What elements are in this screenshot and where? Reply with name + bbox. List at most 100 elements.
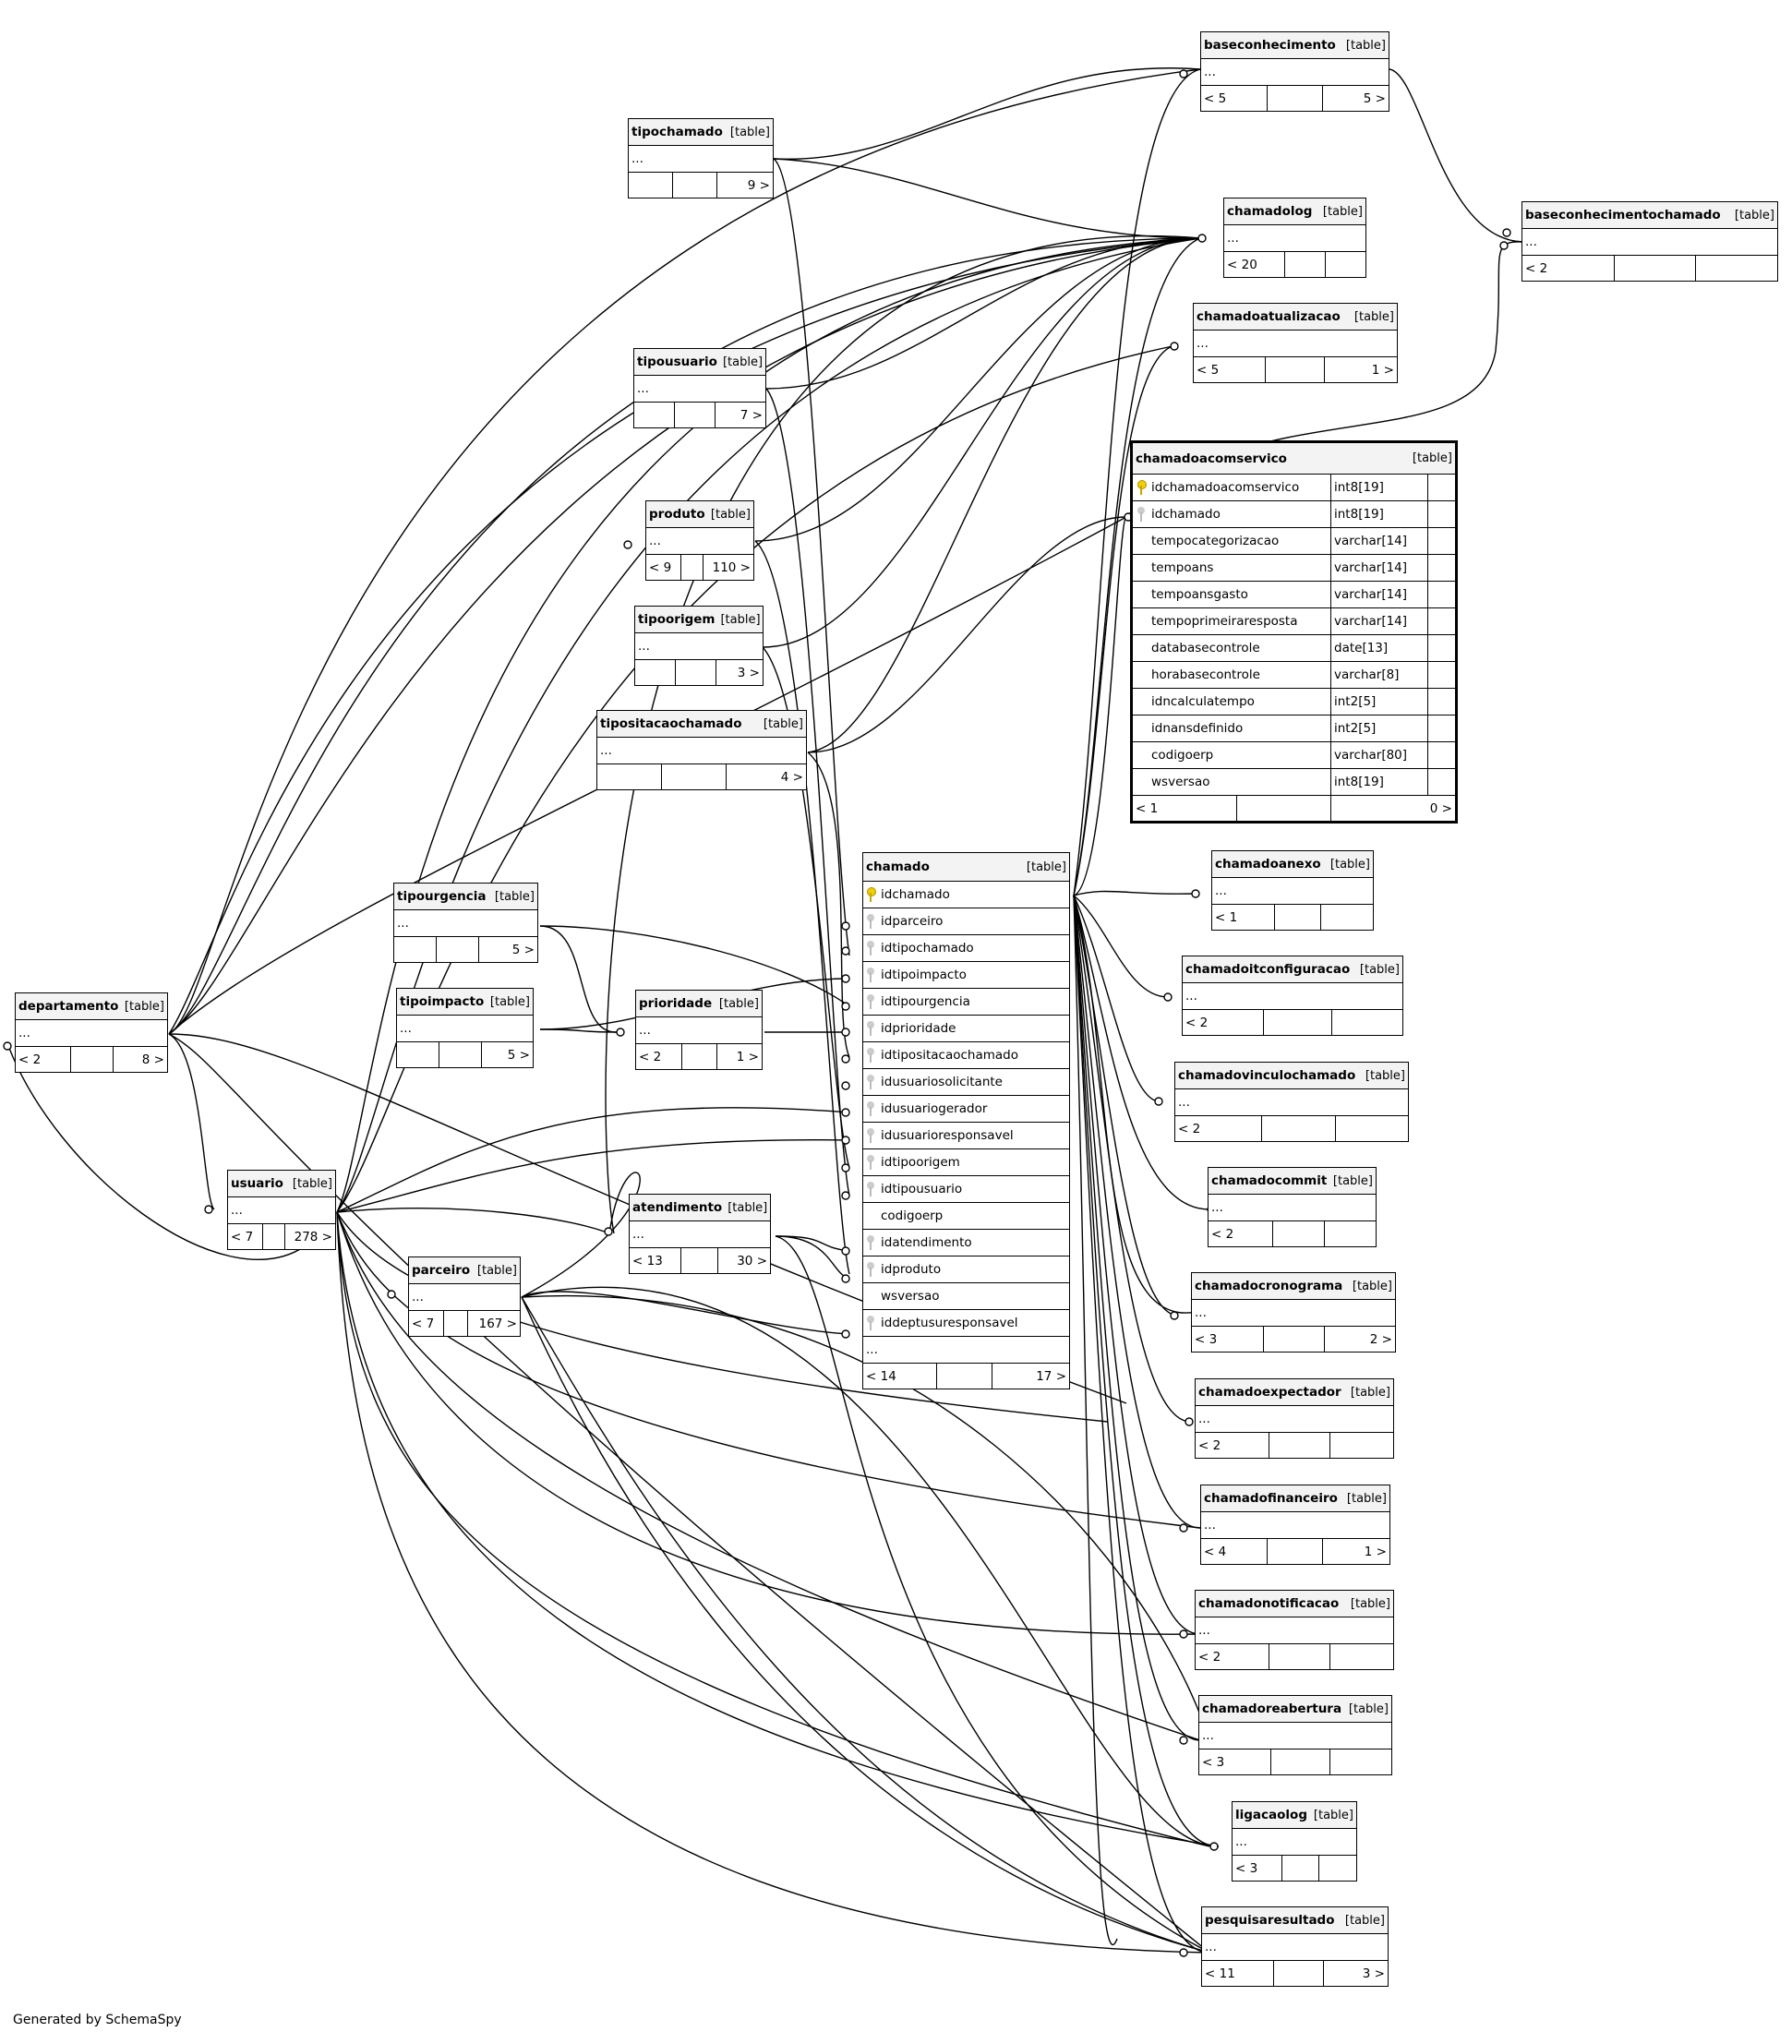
parents-count[interactable]: < 3 xyxy=(1192,1327,1264,1352)
children-count[interactable]: 2 > xyxy=(1369,1331,1392,1347)
column-row[interactable]: idchamado xyxy=(863,882,1069,908)
parents-count[interactable]: < 11 xyxy=(1202,1961,1274,1986)
column-row[interactable]: idparceiro xyxy=(863,908,1069,935)
children-count[interactable]: 3 > xyxy=(1362,1966,1385,1981)
children-count[interactable] xyxy=(1696,256,1777,281)
column-row[interactable]: idusuariogerador xyxy=(863,1096,1069,1123)
parents-count[interactable]: < 3 xyxy=(1199,1749,1271,1774)
parents-count[interactable]: < 13 xyxy=(630,1248,681,1273)
table-chamadocommit[interactable]: chamadocommit[table] ... < 2 xyxy=(1208,1167,1377,1247)
column-row[interactable]: idproduto xyxy=(863,1256,1069,1283)
parents-count[interactable]: < 4 xyxy=(1201,1539,1268,1564)
parents-count[interactable]: < 2 xyxy=(16,1047,71,1072)
parents-count[interactable]: < 2 xyxy=(636,1044,682,1069)
parents-count[interactable] xyxy=(634,403,675,427)
children-count[interactable]: 167 > xyxy=(478,1316,517,1331)
children-count[interactable]: 1 > xyxy=(1371,362,1394,378)
table-chamadoexpectador[interactable]: chamadoexpectador[table] ... < 2 xyxy=(1195,1378,1394,1459)
parents-count[interactable]: < 2 xyxy=(1183,1010,1264,1035)
table-tipourgencia[interactable]: tipourgencia[table] ... 5 > xyxy=(393,883,538,963)
column-row[interactable]: wsversao xyxy=(863,1283,1069,1310)
children-count[interactable] xyxy=(1330,1433,1393,1458)
parents-count[interactable] xyxy=(597,764,662,789)
column-row[interactable]: idtipositacaochamado xyxy=(863,1042,1069,1069)
column-row[interactable]: idtipoorigem xyxy=(863,1149,1069,1176)
column-row[interactable]: idatendimento xyxy=(863,1230,1069,1256)
table-ligacaolog[interactable]: ligacaolog[table] ... < 3 xyxy=(1232,1801,1357,1882)
children-count[interactable]: 3 > xyxy=(737,665,760,680)
children-count[interactable]: 0 > xyxy=(1429,800,1452,816)
table-chamadovinculochamado[interactable]: chamadovinculochamado[table] ... < 2 xyxy=(1174,1062,1409,1142)
children-count[interactable]: 278 > xyxy=(294,1229,332,1244)
column-row[interactable]: idtipousuario xyxy=(863,1176,1069,1203)
children-count[interactable]: 110 > xyxy=(712,559,751,575)
table-baseconhecimentochamado[interactable]: baseconhecimentochamado[table] ... < 2 xyxy=(1521,201,1778,282)
children-count[interactable]: 30 > xyxy=(737,1253,767,1268)
column-row[interactable]: idprioridade xyxy=(863,1016,1069,1042)
table-tipoorigem[interactable]: tipoorigem[table] ... 3 > xyxy=(634,606,764,686)
children-count[interactable]: 8 > xyxy=(141,1052,164,1067)
parents-count[interactable]: < 2 xyxy=(1522,256,1615,281)
children-count[interactable] xyxy=(1321,905,1373,930)
column-row[interactable]: idtipochamado xyxy=(863,935,1069,962)
generated-by-credit[interactable]: Generated by SchemaSpy xyxy=(13,2013,182,2027)
parents-count[interactable]: < 7 xyxy=(228,1224,263,1249)
table-tipoimpacto[interactable]: tipoimpacto[table] ... 5 > xyxy=(396,988,534,1068)
table-chamadoanexo[interactable]: chamadoanexo[table] ... < 1 xyxy=(1211,850,1374,931)
children-count[interactable]: 4 > xyxy=(780,769,803,785)
column-row[interactable]: idusuarioresponsavel xyxy=(863,1123,1069,1149)
parents-count[interactable]: < 2 xyxy=(1175,1116,1262,1141)
parents-count[interactable]: < 2 xyxy=(1196,1644,1269,1669)
table-chamadoacomservico[interactable]: chamadoacomservico[table] idchamadoacoms… xyxy=(1130,440,1458,824)
table-chamadoreabertura[interactable]: chamadoreabertura[table] ... < 3 xyxy=(1198,1695,1392,1775)
table-chamadolog[interactable]: chamadolog[table] ... < 20 xyxy=(1223,198,1366,278)
table-chamadoitconfiguracao[interactable]: chamadoitconfiguracao[table] ... < 2 xyxy=(1182,956,1403,1036)
children-count[interactable] xyxy=(1325,1221,1376,1246)
table-chamadonotificacao[interactable]: chamadonotificacao[table] ... < 2 xyxy=(1195,1590,1394,1670)
parents-count[interactable]: < 20 xyxy=(1224,252,1285,277)
parents-count[interactable] xyxy=(397,1042,439,1067)
children-count[interactable] xyxy=(1319,1856,1356,1881)
parents-count[interactable]: < 2 xyxy=(1209,1221,1273,1246)
children-count[interactable] xyxy=(1336,1116,1408,1141)
children-count[interactable]: 5 > xyxy=(507,1047,530,1063)
children-count[interactable]: 5 > xyxy=(1363,90,1386,106)
table-tipochamado[interactable]: tipochamado[table] ... 9 > xyxy=(628,118,774,198)
column-row[interactable]: codigoerp xyxy=(863,1203,1069,1230)
children-count[interactable]: 1 > xyxy=(1364,1544,1387,1559)
children-count[interactable] xyxy=(1332,1010,1402,1035)
parents-count[interactable]: < 1 xyxy=(1133,796,1237,821)
children-count[interactable] xyxy=(1330,1644,1393,1669)
parents-count[interactable] xyxy=(635,660,676,685)
children-count[interactable]: 1 > xyxy=(736,1049,759,1064)
children-count[interactable]: 7 > xyxy=(740,407,763,423)
column-row[interactable]: idtipoimpacto xyxy=(863,962,1069,989)
children-count[interactable]: 9 > xyxy=(747,177,770,193)
parents-count[interactable]: < 7 xyxy=(409,1311,444,1336)
children-count[interactable]: 17 > xyxy=(1036,1368,1066,1384)
table-tipousuario[interactable]: tipousuario[table] ... 7 > xyxy=(633,348,766,428)
parents-count[interactable]: < 14 xyxy=(863,1364,937,1389)
parents-count[interactable]: < 3 xyxy=(1233,1856,1282,1881)
